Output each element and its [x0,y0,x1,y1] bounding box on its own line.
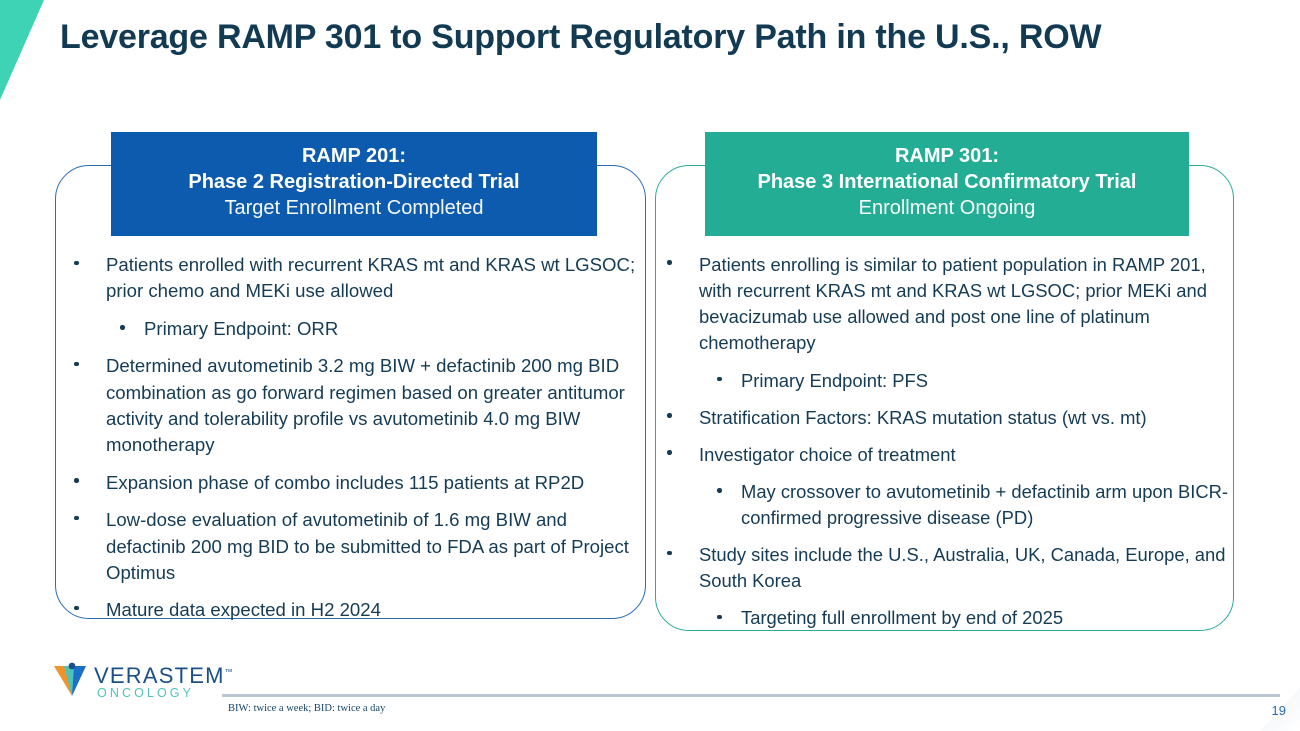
list-item-text: Mature data expected in H2 2024 [106,599,381,621]
ramp-201-card-header: RAMP 201: Phase 2 Registration-Directed … [111,132,597,236]
list-item: Expansion phase of combo includes 115 pa… [62,470,642,496]
bullet-dot-icon [667,260,672,265]
ramp-301-status: Enrollment Ongoing [858,197,1036,220]
list-item: Patients enrolling is similar to patient… [655,252,1240,357]
footer-divider [222,694,1280,697]
logo-wordmark: VERASTEM™ [94,663,234,689]
ramp-201-title: RAMP 201: [301,145,407,167]
list-item: Stratification Factors: KRAS mutation st… [655,405,1240,431]
bullet-dot-icon [717,614,722,620]
list-item-text: Determined avutometinib 3.2 mg BIW + def… [106,355,625,456]
list-item: Targeting full enrollment by end of 2025 [655,605,1240,631]
footnote-text: BIW: twice a week; BID: twice a day [228,703,386,714]
verastem-v-mark-icon [54,662,86,696]
bullet-dot-icon [667,450,672,455]
list-item-text: Low-dose evaluation of avutometinib of 1… [106,509,629,583]
list-item-text: Study sites include the U.S., Australia,… [699,544,1226,592]
list-item: Patients enrolled with recurrent KRAS mt… [62,252,642,305]
list-item: Mature data expected in H2 2024 [62,597,642,623]
list-item-text: Primary Endpoint: ORR [144,317,339,339]
list-item-text: Patients enrolled with recurrent KRAS mt… [106,254,636,302]
ramp-301-body: Patients enrolling is similar to patient… [655,252,1240,643]
bullet-dot-icon [74,515,79,521]
list-item-text: Expansion phase of combo includes 115 pa… [106,471,585,493]
bullet-dot-icon [74,260,79,266]
verastem-oncology-logo: VERASTEM™ ONCOLOGY [52,662,234,702]
logo-subtext: ONCOLOGY [97,686,195,700]
list-item: Primary Endpoint: PFS [655,368,1240,394]
ramp-201-body: Patients enrolled with recurrent KRAS mt… [62,252,642,635]
ramp-301-bullet-list: Patients enrolling is similar to patient… [655,252,1240,632]
list-item: May crossover to avutometinib + defactin… [655,479,1240,531]
ramp-201-subtitle: Phase 2 Registration-Directed Trial [188,170,520,193]
list-item: Determined avutometinib 3.2 mg BIW + def… [62,353,642,459]
page-number: 19 [1271,703,1286,718]
ramp-301-title: RAMP 301: [894,145,1000,167]
bullet-dot-icon [74,361,79,367]
bullet-dot-icon [717,376,722,382]
list-item-text: Patients enrolling is similar to patient… [699,254,1207,354]
corner-wedge-decoration [0,0,44,100]
ramp-301-subtitle: Phase 3 International Confirmatory Trial [757,170,1137,193]
ramp-301-card-header: RAMP 301: Phase 3 International Confirma… [705,132,1189,236]
bullet-dot-icon [74,605,79,611]
bullet-dot-icon [120,325,125,330]
ramp-201-status: Target Enrollment Completed [224,197,484,220]
list-item-text: Investigator choice of treatment [699,443,956,465]
bullet-dot-icon [74,478,79,483]
logo-wordmark-text: VERASTEM [94,663,225,688]
bullet-dot-icon [667,550,672,556]
bullet-dot-icon [667,413,672,418]
list-item: Low-dose evaluation of avutometinib of 1… [62,507,642,586]
bullet-dot-icon [717,488,722,493]
page-title: Leverage RAMP 301 to Support Regulatory … [60,18,1102,56]
logo-trademark: ™ [224,667,234,677]
list-item-text: Targeting full enrollment by end of 2025 [741,607,1064,629]
list-item-text: Primary Endpoint: PFS [741,369,929,391]
list-item-text: Stratification Factors: KRAS mutation st… [699,406,1147,428]
list-item: Study sites include the U.S., Australia,… [655,542,1240,594]
ramp-201-bullet-list: Patients enrolled with recurrent KRAS mt… [62,252,642,624]
list-item: Investigator choice of treatment [655,442,1240,468]
list-item-text: May crossover to avutometinib + defactin… [741,480,1229,528]
list-item: Primary Endpoint: ORR [62,316,642,342]
